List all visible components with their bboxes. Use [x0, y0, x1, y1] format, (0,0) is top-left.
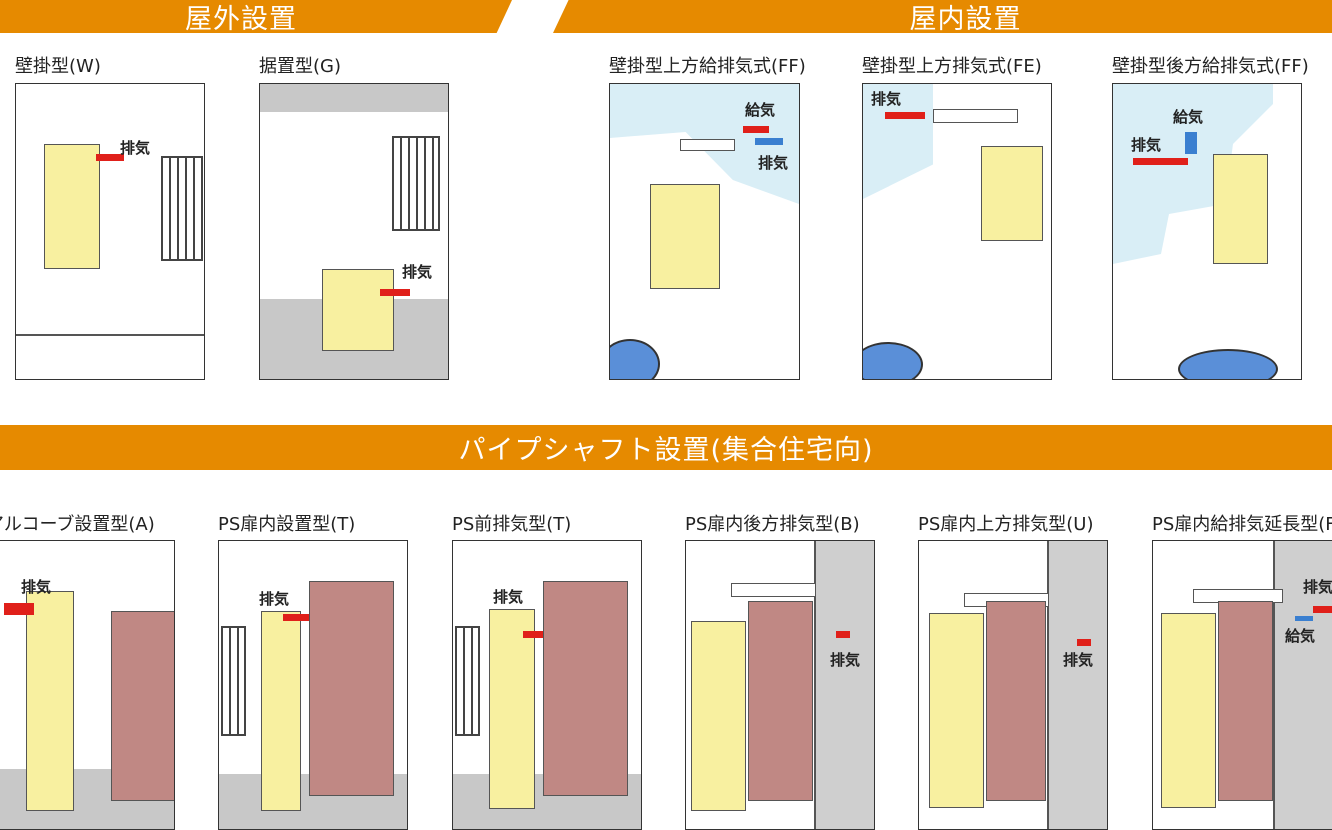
pipeshaft-door: [261, 611, 301, 811]
exhaust-arrow: [380, 289, 410, 296]
arrow-label: 排気: [830, 651, 861, 669]
exhaust-arrow: [743, 126, 769, 133]
panel-title: 壁掛型(W): [15, 56, 101, 77]
pipeshaft-door: [691, 621, 746, 811]
water-heater: [44, 144, 100, 269]
panel-ps-rear-b: 排気: [685, 540, 875, 830]
exhaust-arrow: [1313, 606, 1332, 613]
arrow-label: 排気: [871, 90, 902, 108]
entrance-door: [543, 581, 628, 796]
sink: [610, 339, 660, 379]
pipeshaft-door: [1161, 613, 1216, 808]
indoor-banner-title: 屋内設置: [909, 4, 1022, 35]
entrance-door: [111, 611, 174, 801]
panel-title: 壁掛型上方排気式(FE): [862, 56, 1042, 77]
panel-title: PS扉内上方排気型(U): [918, 514, 1094, 535]
flue-pipe: [731, 583, 816, 597]
entrance-door: [309, 581, 394, 796]
panel-ps-top-u: 排気: [918, 540, 1108, 830]
exhaust-arrow: [1077, 639, 1091, 646]
exhaust-arrow: [96, 154, 124, 161]
exhaust-arrow: [4, 603, 34, 615]
panel-title: アルコーブ設置型(A): [0, 514, 155, 535]
exhaust-arrow: [283, 614, 313, 621]
flue-pipe: [680, 139, 735, 151]
panel-title: PS前排気型(T): [452, 514, 572, 535]
arrow-label: 排気: [1131, 136, 1162, 154]
pipeshaft-banner: パイプシャフト設置(集合住宅向): [0, 425, 1332, 470]
arrow-label: 排気: [1063, 651, 1094, 669]
window: [161, 156, 203, 261]
entrance-door: [748, 601, 813, 801]
intake-arrow: [1295, 616, 1313, 621]
arrow-label: 排気: [402, 263, 433, 281]
arrow-label: 排気: [493, 588, 524, 606]
window: [392, 136, 440, 231]
panel-title: PS扉内後方排気型(B): [685, 514, 860, 535]
shaft-wall: [1047, 541, 1107, 829]
indoor-banner: 屋内設置: [553, 0, 1332, 33]
arrow-label: 排気: [1303, 578, 1332, 596]
arrow-label: 排気: [758, 154, 789, 172]
exhaust-arrow: [1133, 158, 1188, 165]
arrow-label: 排気: [21, 578, 52, 596]
intake-arrow: [1185, 132, 1197, 154]
window: [221, 626, 246, 736]
water-heater: [981, 146, 1043, 241]
panel-top-ff: 給気 排気: [609, 83, 800, 380]
shaft-wall: [814, 541, 874, 829]
panel-title: PS扉内設置型(T): [218, 514, 356, 535]
panel-ps-door-t: 排気: [218, 540, 408, 830]
pipeshaft-door: [929, 613, 984, 808]
panel-floor-standing-g: 排気: [259, 83, 449, 380]
arrow-label: 給気: [1285, 627, 1316, 645]
water-heater: [1213, 154, 1268, 264]
panel-wall-mount-w: 排気: [15, 83, 205, 380]
flue-pipe: [933, 109, 1018, 123]
panel-rear-ff: 給気 排気: [1112, 83, 1302, 380]
panel-top-fe: 排気: [862, 83, 1052, 380]
sink: [1178, 349, 1278, 379]
outdoor-banner: 屋外設置: [0, 0, 512, 33]
sink: [863, 342, 923, 379]
window: [455, 626, 480, 736]
pipeshaft-door: [489, 609, 535, 809]
water-heater: [322, 269, 394, 351]
pipeshaft-banner-title: パイプシャフト設置(集合住宅向): [458, 435, 874, 466]
panel-title: 壁掛型上方給排気式(FF): [609, 56, 806, 77]
panel-title: 壁掛型後方給排気式(FF): [1112, 56, 1309, 77]
exhaust-arrow: [523, 631, 553, 638]
arrow-label: 給気: [1173, 108, 1204, 126]
outdoor-banner-title: 屋外設置: [185, 4, 297, 35]
arrow-label: 給気: [745, 101, 776, 119]
exhaust-arrow: [885, 112, 925, 119]
panel-title: PS扉内給排気延長型(F): [1152, 514, 1332, 535]
eaves: [260, 84, 448, 112]
entrance-door: [1218, 601, 1273, 801]
entrance-door: [986, 601, 1046, 801]
panel-title: 据置型(G): [259, 56, 341, 77]
exhaust-arrow: [836, 631, 850, 638]
panel-ps-extended-f: 排気 給気: [1152, 540, 1332, 830]
panel-ps-front-t: 排気: [452, 540, 642, 830]
arrow-label: 排気: [259, 590, 290, 608]
floor: [16, 334, 204, 379]
panel-alcove-a: 排気: [0, 540, 175, 830]
pipeshaft-door: [26, 591, 74, 811]
water-heater: [650, 184, 720, 289]
arrow-label: 排気: [120, 139, 151, 157]
intake-arrow: [755, 138, 783, 145]
